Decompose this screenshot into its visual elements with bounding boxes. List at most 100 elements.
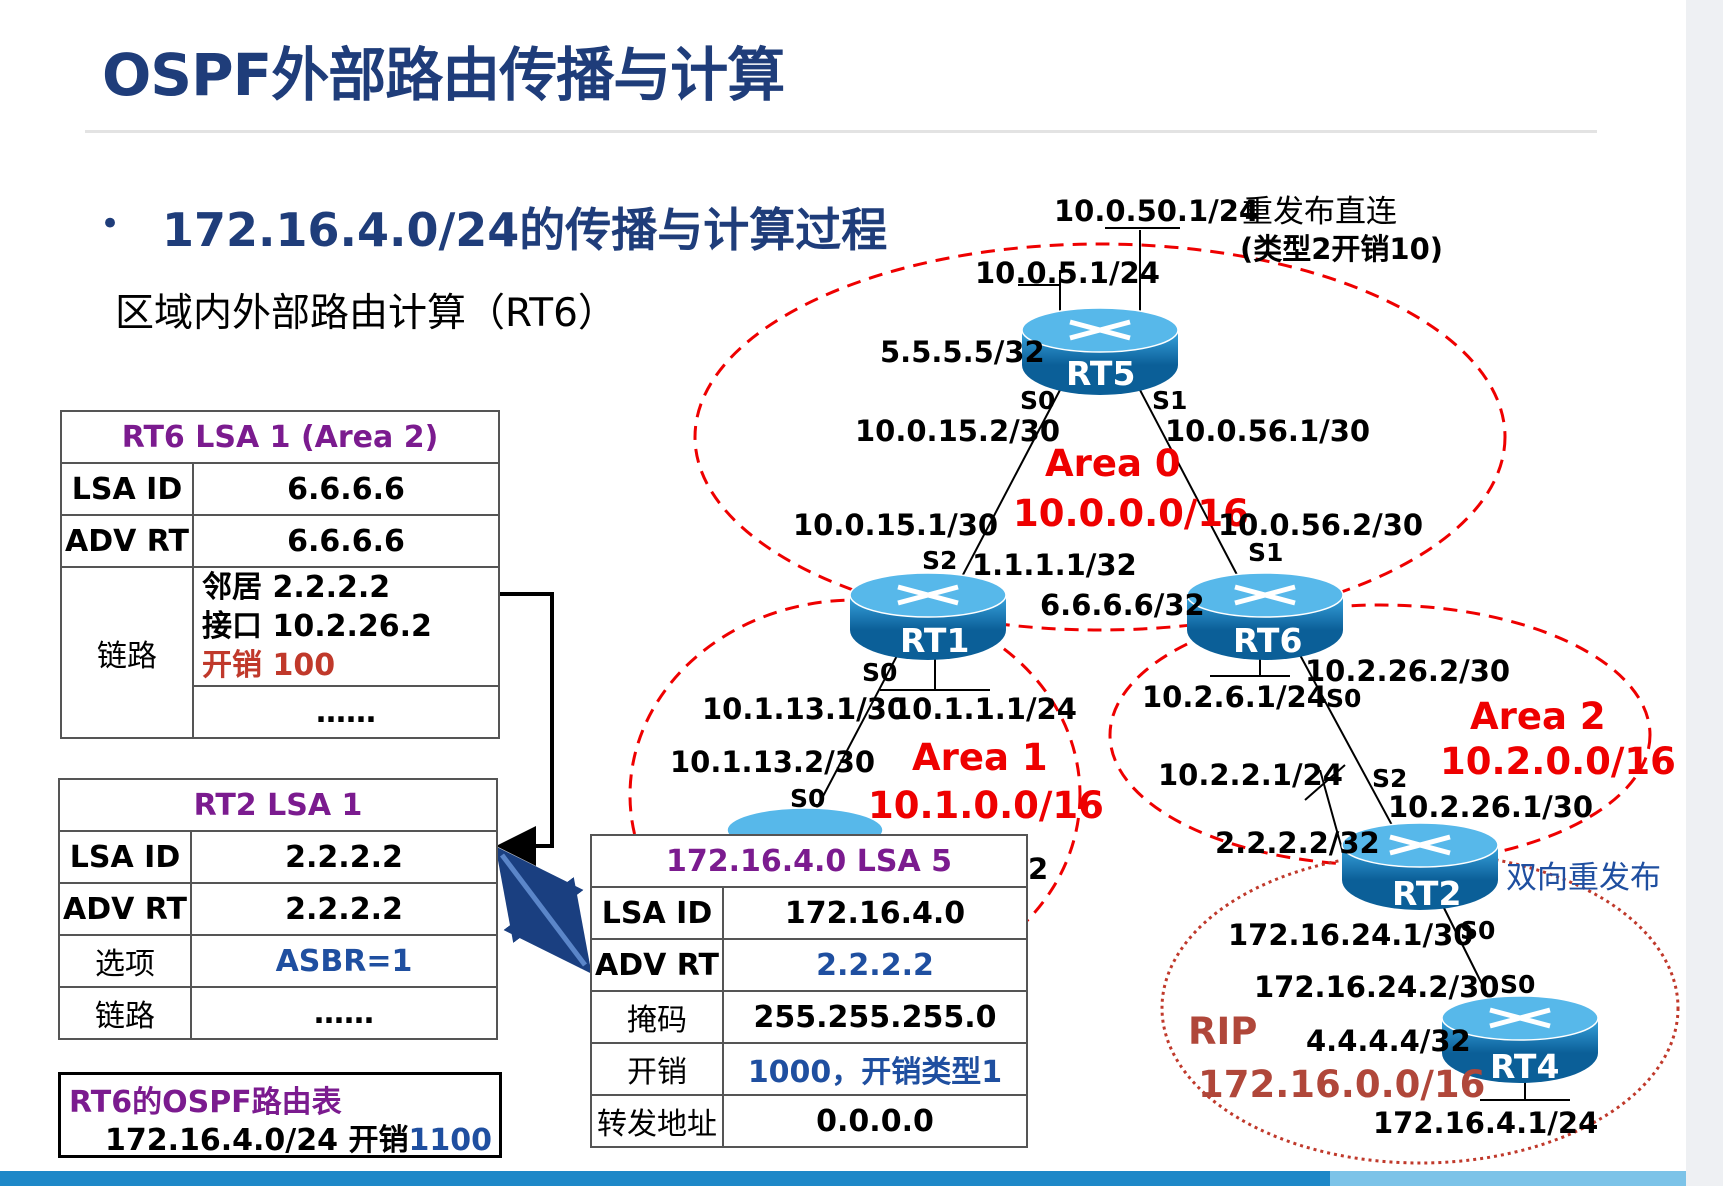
rt2-lsa1-advrt-value: 2.2.2.2 [190,882,498,936]
rt6-s1: S1 [1248,538,1284,567]
addr-2-2-2-2: 2.2.2.2/32 [1215,826,1380,860]
addr-10-0-15-2: 10.0.15.2/30 [855,414,1061,448]
rt2-lsa1-table: RT2 LSA 1 LSA ID 2.2.2.2 ADV RT 2.2.2.2 … [58,778,498,1040]
rt6-lsa1-header: RT6 LSA 1 (Area 2) [60,410,500,464]
rip-label: RIP [1188,1010,1258,1053]
footer-bar-accent [1330,1171,1686,1186]
addr-10-0-15-1: 10.0.15.1/30 [793,508,999,542]
area0-label: Area 0 [1045,442,1181,485]
addr-4-4-4-4: 4.4.4.4/32 [1306,1024,1471,1058]
addr-10-2-2-1: 10.2.2.1/24 [1158,758,1343,792]
addr-5-5-5-5: 5.5.5.5/32 [880,335,1045,369]
addr-10-2-26-2: 10.2.26.2/30 [1305,654,1511,688]
rt5-s0: S0 [1020,386,1056,415]
lsa5-cost-label: 开销 [590,1042,724,1096]
rt4-s0: S0 [1500,970,1536,999]
rt6-lsa1-link-detail: 邻居 2.2.2.2 接口 10.2.26.2 开销 100 [192,566,500,687]
rt6-s0: S0 [1326,684,1362,713]
bullet-heading: 172.16.4.0/24的传播与计算过程 [162,203,888,257]
area2-label: Area 2 [1470,695,1606,738]
rt3-s0: S0 [790,784,826,813]
bullet-dot: • [100,204,121,244]
lsa5-lsaid-value: 172.16.4.0 [722,886,1028,940]
addr-10-0-5-1: 10.0.5.1/24 [975,256,1160,290]
type2-cost-note: (类型2开销10) [1240,232,1444,266]
router-rt6 [1186,572,1344,660]
lsa5-lsaid-label: LSA ID [590,886,724,940]
addr-6-6-6-6: 6.6.6.6/32 [1040,588,1205,622]
rt6-lsa1-cost: 开销 100 [202,648,336,683]
addr-10-2-26-1: 10.2.26.1/30 [1388,790,1594,824]
lsa5-advrt-label: ADV RT [590,938,724,992]
addr-172-16-24-1: 172.16.24.1/30 [1228,918,1474,952]
rt6-lsa1-lsaid-value: 6.6.6.6 [192,462,500,516]
rt6-lsa1-advrt-label: ADV RT [60,514,194,568]
rt5-label: RT5 [1066,354,1136,393]
rt2-lsa1-header: RT2 LSA 1 [58,778,498,832]
addr-10-0-56-2: 10.0.56.2/30 [1218,508,1424,542]
addr-1-1-1-1: 1.1.1.1/32 [972,548,1137,582]
addr-10-1-1-1: 10.1.1.1/24 [892,692,1077,726]
rt2-lsa1-lsaid-value: 2.2.2.2 [190,830,498,884]
link-rt2-rt4 [1439,899,1491,1001]
rt2-lsa1-option-value: ASBR=1 [190,934,498,988]
link-rt5-rt6 [1139,389,1246,591]
route-table-prefix: 172.16.4.0/24 开销 [105,1123,409,1158]
rt2-s0: S0 [1460,916,1496,945]
rt2-lsa1-advrt-label: ADV RT [58,882,192,936]
slide-title: OSPF外部路由传播与计算 [102,41,785,109]
rt2-lsa1-link-label: 链路 [58,986,192,1040]
rt2-lsa1-option-label: 选项 [58,934,192,988]
route-table-cost: 1100 [408,1123,492,1158]
title-divider [85,130,1597,133]
router-rt1 [849,572,1007,660]
addr-partial-2: 2 [1028,852,1049,886]
router-rt2 [1341,822,1499,910]
rt2-lsa1-link-value: …… [190,986,498,1040]
addr-10-1-13-2: 10.1.13.2/30 [670,745,876,779]
rt5-s1: S1 [1152,386,1188,415]
area0-boundary [693,242,1507,632]
rt6-lsa1-table: RT6 LSA 1 (Area 2) LSA ID 6.6.6.6 ADV RT… [60,410,500,739]
redist-direct-note: 重发布直连 [1242,194,1397,230]
area2-network: 10.2.0.0/16 [1440,740,1676,783]
router-rt4 [1441,995,1599,1083]
lsa5-mask-value: 255.255.255.0 [722,990,1028,1044]
footer-bar [0,1171,1686,1186]
rt6-lsa1-link-label: 链路 [60,566,194,739]
addr-10-2-6-1: 10.2.6.1/24 [1142,680,1327,714]
rt6-lsa1-advrt-value: 6.6.6.6 [192,514,500,568]
rt2-lsa1-lsaid-label: LSA ID [58,830,192,884]
rt2-label: RT2 [1392,874,1462,913]
rt2-s2: S2 [1372,764,1408,793]
addr-10-0-50-1: 10.0.50.1/24 [1054,194,1260,228]
lsa5-header: 172.16.4.0 LSA 5 [590,834,1028,888]
addr-172-16-4-1: 172.16.4.1/24 [1373,1106,1599,1140]
rt6-lsa1-more: …… [192,685,500,739]
area1-label: Area 1 [912,736,1048,779]
link-rt6-rt2 [1299,654,1401,841]
rt6-lsa1-interface: 接口 10.2.26.2 [202,609,432,644]
route-table-title: RT6的OSPF路由表 [69,1085,342,1120]
route-table-entry: 172.16.4.0/24 开销1100 [105,1115,492,1159]
area0-network: 10.0.0.0/16 [1013,492,1249,535]
router-rt5 [1021,307,1179,395]
lsa5-table: 172.16.4.0 LSA 5 LSA ID 172.16.4.0 ADV R… [590,834,1028,1148]
lsa5-cost-value: 1000，开销类型1 [722,1042,1028,1096]
rt1-label: RT1 [900,621,970,660]
lsa5-fwd-value: 0.0.0.0 [722,1094,1028,1148]
link-rt5-rt1 [954,389,1061,591]
rt6-lsa1-neighbor: 邻居 2.2.2.2 [202,570,391,605]
lsa5-mask-label: 掩码 [590,990,724,1044]
rt6-route-table: RT6的OSPF路由表 172.16.4.0/24 开销1100 [58,1072,502,1158]
rt4-label: RT4 [1490,1047,1560,1086]
rt1-s2: S2 [922,546,958,575]
rt6-label: RT6 [1233,621,1303,660]
addr-172-16-24-2: 172.16.24.2/30 [1254,970,1500,1004]
section-subtitle: 区域内外部路由计算（RT6） [115,291,617,336]
addr-10-0-56-1: 10.0.56.1/30 [1165,414,1371,448]
bidirectional-redistribution-note: 双向重发布 [1506,860,1661,896]
lsa5-advrt-value: 2.2.2.2 [722,938,1028,992]
rip-network: 172.16.0.0/16 [1198,1063,1486,1106]
